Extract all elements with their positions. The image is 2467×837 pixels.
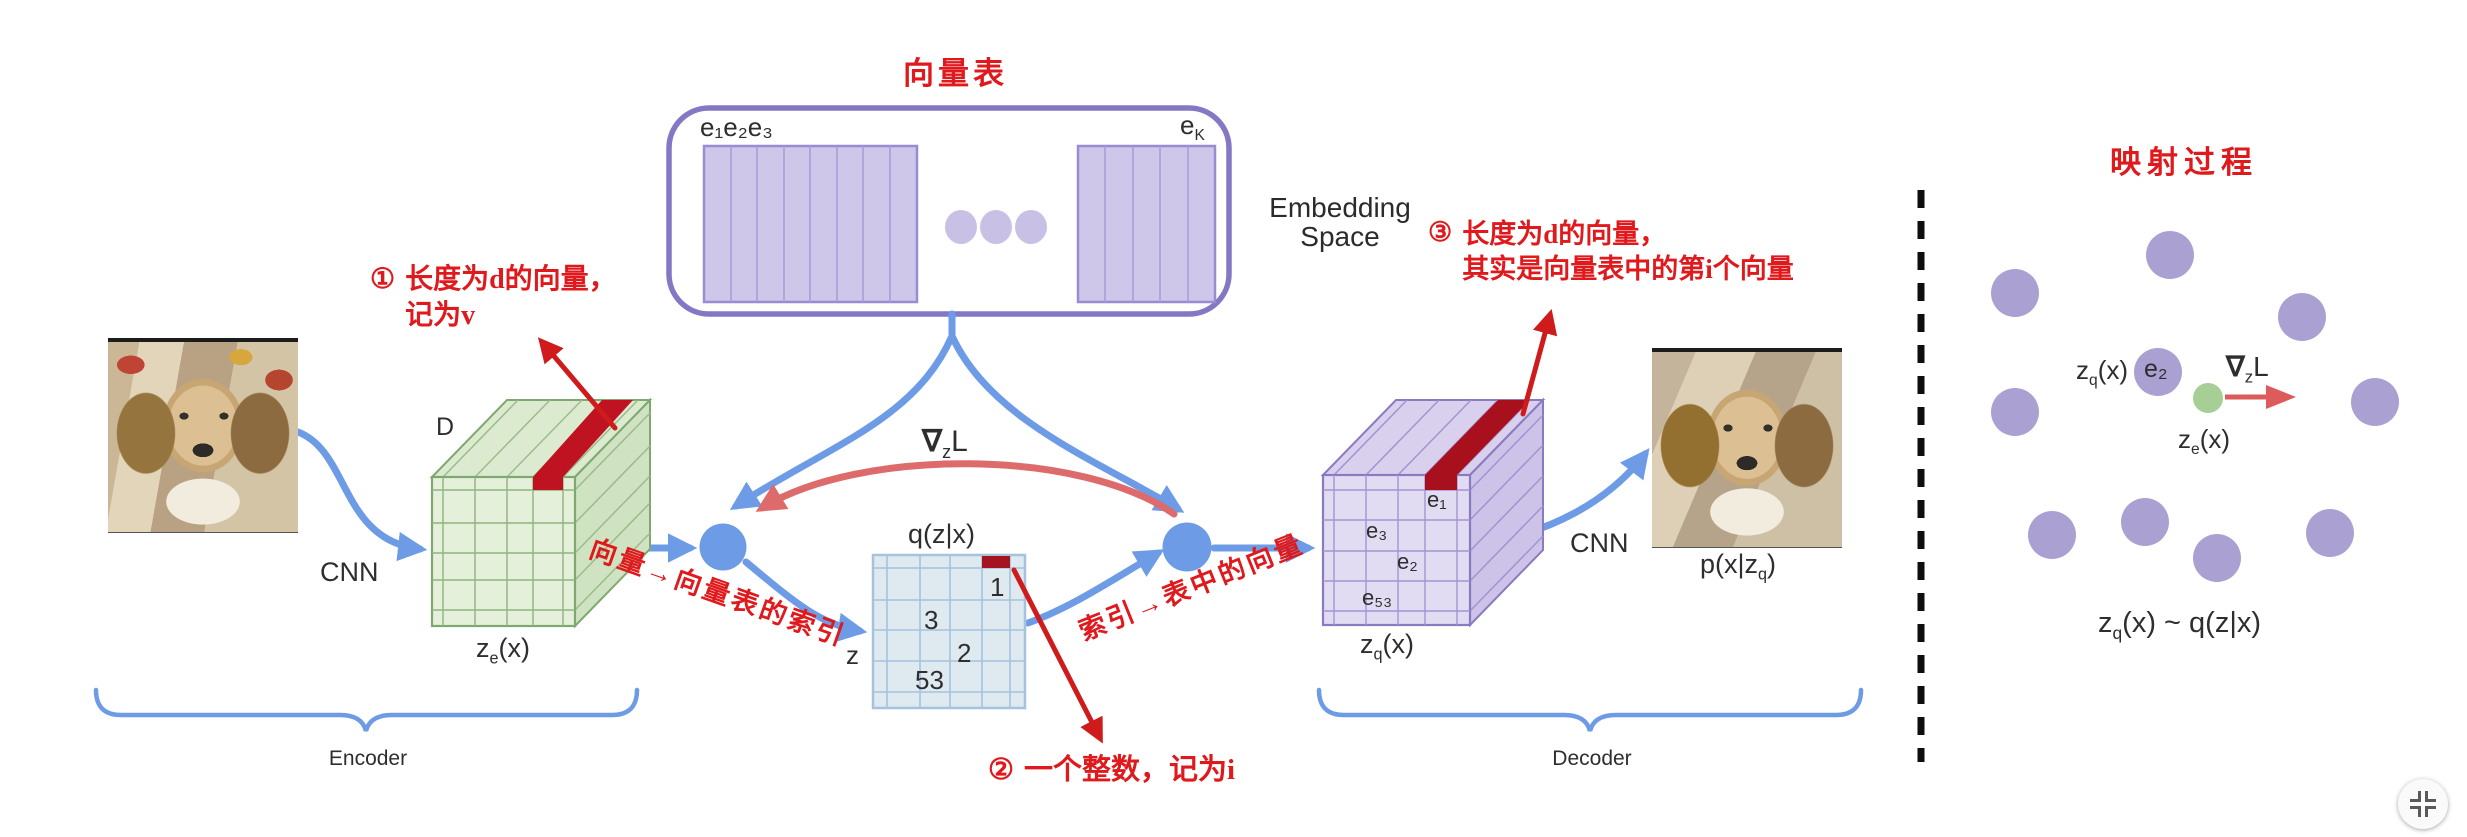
collapse-icon (2410, 791, 2436, 817)
annotation-3: ③ 长度为d的向量，其实是向量表中的第i个向量 (1428, 217, 1794, 284)
cell-value-1: 1 (990, 572, 1005, 602)
cell-value-3: 3 (924, 605, 939, 635)
mapping-title: 映射过程 (2110, 145, 2258, 180)
zq-e3-label: e₃ (1366, 518, 1388, 543)
e2-dot-icon (2134, 348, 2182, 396)
codebook-e123-label: e₁e₂e₃ (700, 112, 773, 142)
gradient-label: ∇zL (922, 425, 968, 462)
annotation-arrows (537, 308, 1558, 744)
annotation-1: ① 长度为d的向量，记为v (370, 264, 617, 331)
braces (93, 687, 1864, 732)
cell-value-53: 53 (915, 665, 944, 695)
collapse-button[interactable] (2398, 779, 2448, 829)
ze-cube-icon (429, 397, 653, 629)
junction-circle-left (699, 523, 747, 571)
mapping-gradient-label: ∇zL (2226, 351, 2269, 387)
zq-cube-icon (1320, 397, 1546, 628)
qzx-title: q(z|x) (908, 519, 976, 549)
output-dog-image (1652, 348, 1842, 547)
qzx-highlight-cell (982, 556, 1010, 568)
mapping-gradient-arrow (2225, 385, 2296, 409)
mapping-ze-label: ze(x) (2178, 424, 2231, 459)
zq-e53-label: e₅₃ (1362, 585, 1393, 610)
mapping-e2-label: e₂ (2144, 355, 2168, 383)
ellipsis-dots-icon (945, 210, 1047, 244)
encoder-label: Encoder (328, 747, 408, 770)
depth-label: D (436, 413, 455, 441)
zq-e2-label: e₂ (1397, 549, 1418, 574)
codebook-title: 向量表 (903, 56, 1008, 91)
input-dog-image (108, 338, 298, 532)
mapping-formula: zq(x) ~ q(z|x) (2098, 607, 2262, 643)
mapping-zq-label: zq(x) (2076, 355, 2129, 390)
qzx-table-icon (871, 553, 1027, 710)
zq-label: zq(x) (1360, 629, 1414, 664)
gradient-arrow (755, 460, 1178, 518)
ze-dot-icon (2193, 383, 2223, 413)
z-axis-label: z (846, 640, 859, 670)
junction-circle-right (1162, 522, 1212, 572)
annotation-2: ② 一个整数，记为i (988, 754, 1236, 786)
zq-highlight-column (1425, 400, 1530, 475)
pxzq-label: p(x|zq) (1700, 549, 1777, 584)
codebook-box-icon (666, 105, 1232, 317)
cell-value-2: 2 (957, 638, 972, 668)
embedding-dots-icon (1991, 231, 2399, 582)
cnn-decoder-label: CNN (1570, 528, 1629, 558)
codebook-ek-label: eK (1180, 110, 1205, 145)
cnn-encoder-label: CNN (320, 557, 379, 587)
ze-label: ze(x) (476, 633, 530, 668)
decoder-label: Decoder (1552, 747, 1632, 770)
zq-e1-label: e₁ (1427, 487, 1447, 512)
